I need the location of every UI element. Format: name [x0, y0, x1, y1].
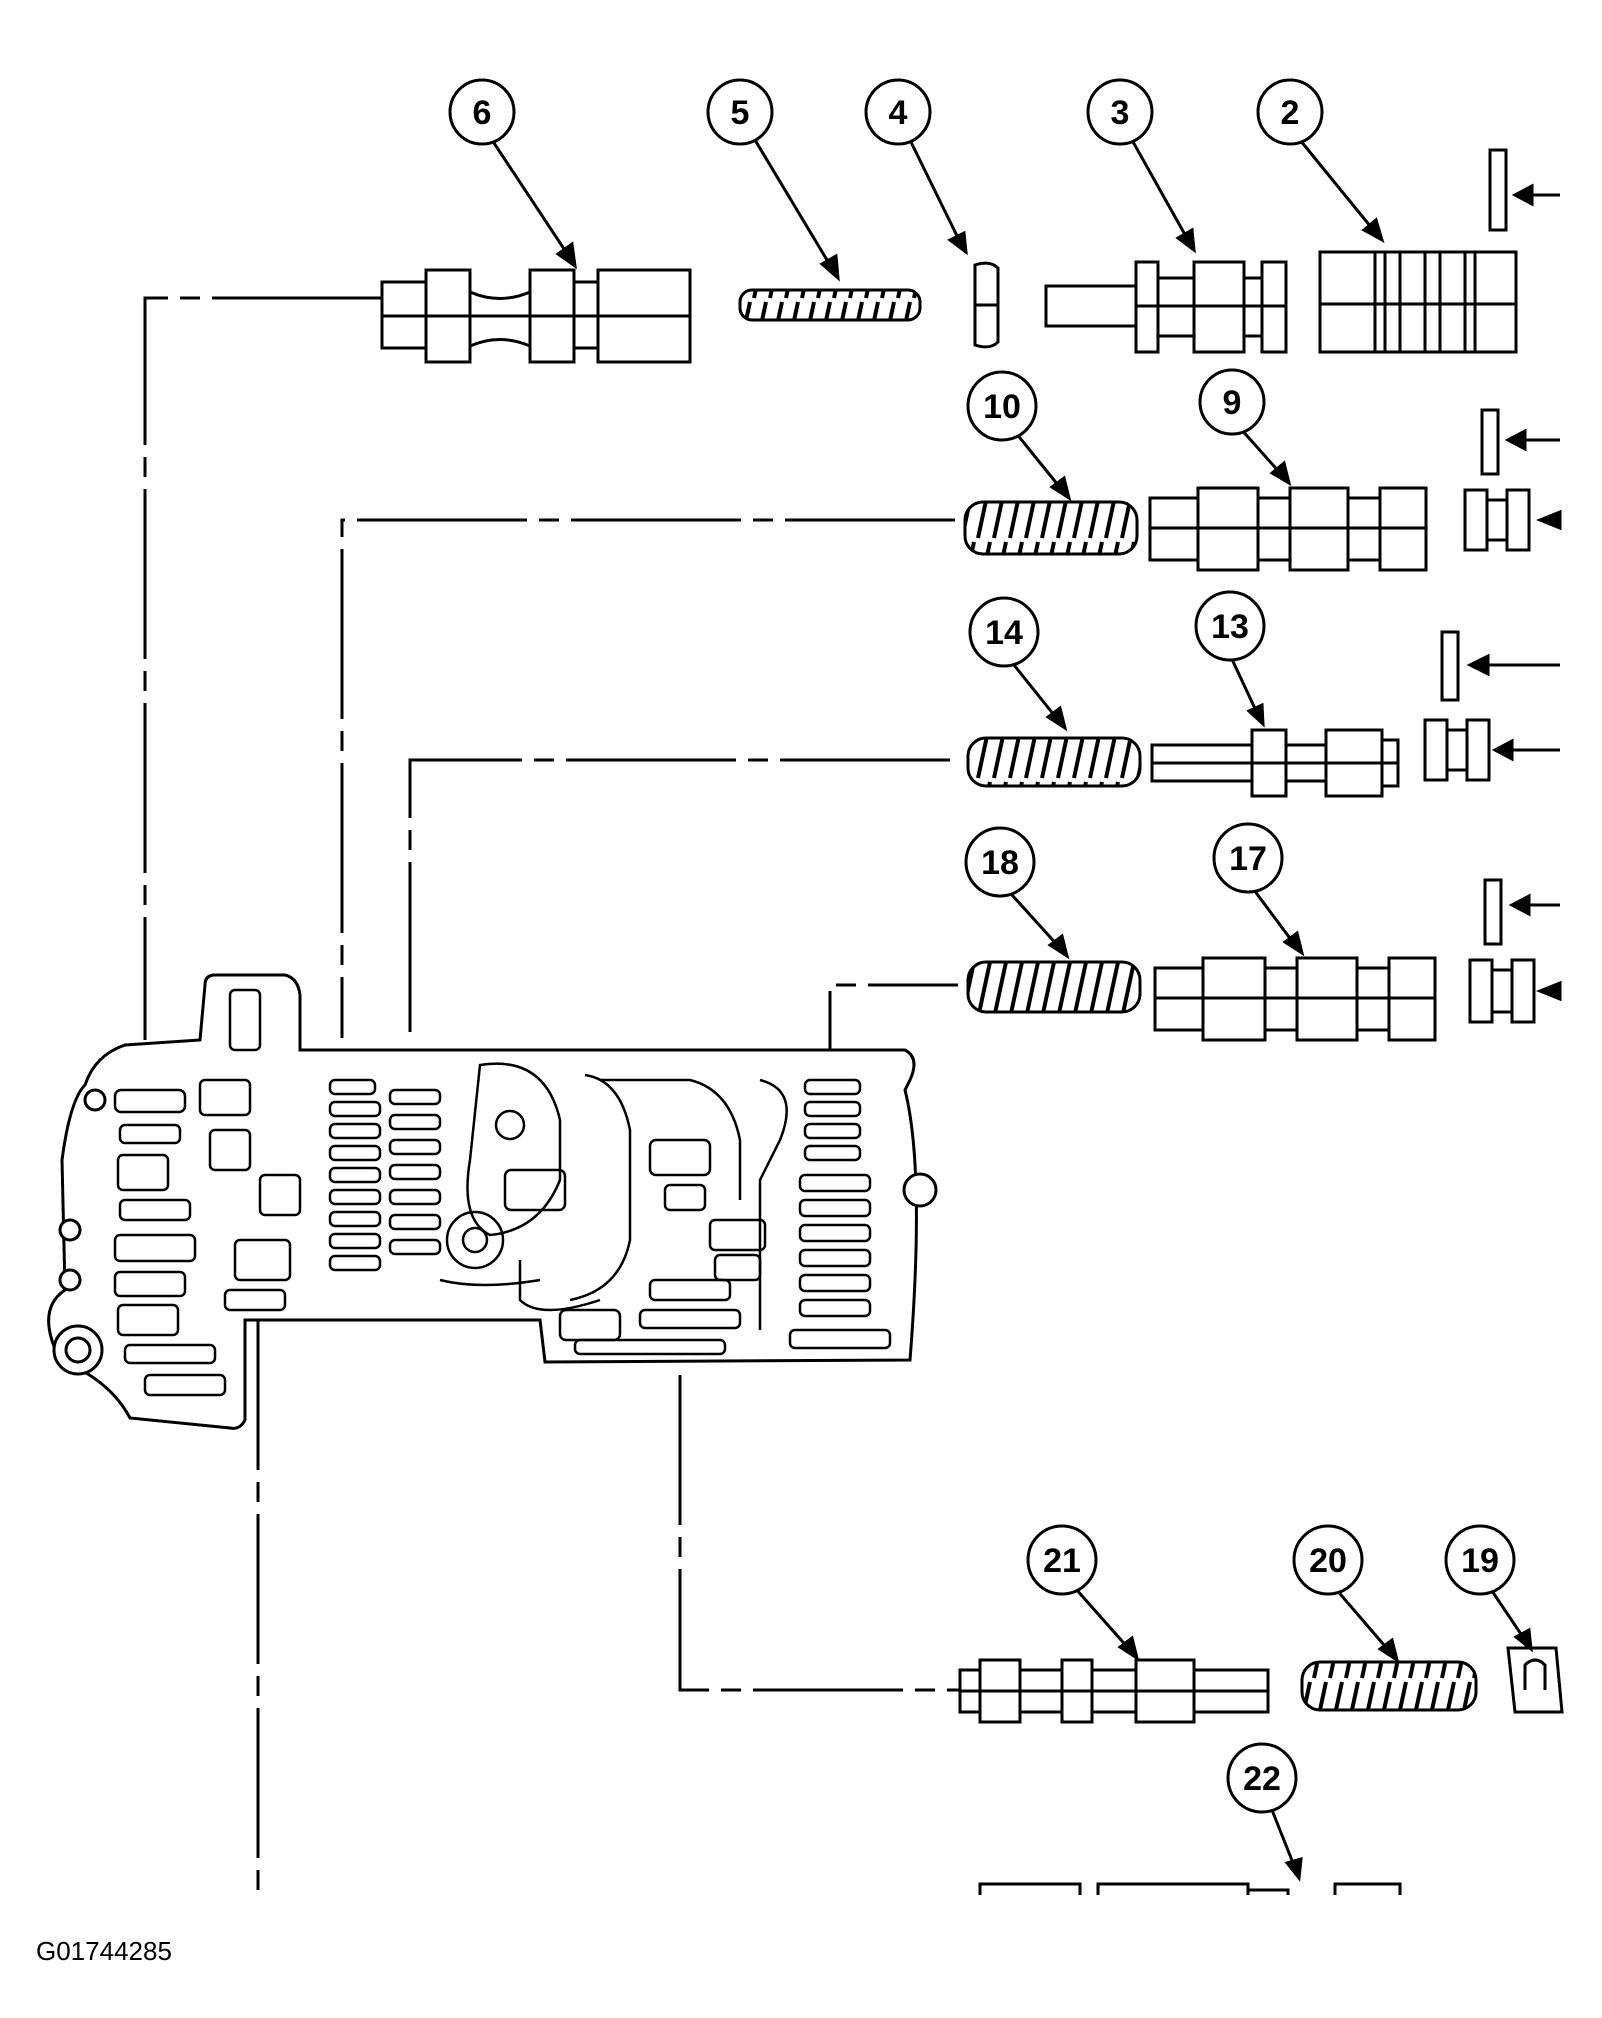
svg-text:14: 14	[985, 614, 1023, 652]
retainer-pin-4	[1468, 878, 1562, 1024]
svg-text:6: 6	[473, 94, 492, 132]
callout-3: 3	[1086, 78, 1154, 146]
part-6-valve	[380, 268, 692, 364]
part-5-spring	[738, 288, 922, 322]
callout-14: 14	[968, 596, 1040, 668]
part-19-retainer	[1506, 1646, 1564, 1714]
callout-5: 5	[706, 78, 774, 146]
svg-text:22: 22	[1243, 1760, 1281, 1798]
callout-17: 17	[1212, 822, 1284, 894]
svg-text:5: 5	[731, 94, 750, 132]
svg-text:13: 13	[1211, 608, 1249, 646]
part-2-sleeve	[1318, 250, 1518, 354]
part-22-valve	[978, 1882, 1402, 1895]
callout-18: 18	[964, 826, 1036, 898]
valve-body-passages	[113, 988, 892, 1397]
part-18-spring	[966, 960, 1142, 1014]
part-3-valve	[1044, 260, 1288, 354]
callout-6: 6	[448, 78, 516, 146]
callout-13: 13	[1194, 590, 1266, 662]
svg-text:10: 10	[983, 388, 1021, 426]
svg-text:4: 4	[889, 94, 908, 132]
retainer-pin-1	[1488, 148, 1560, 232]
callout-leaders	[490, 139, 1533, 1882]
svg-text:19: 19	[1461, 1542, 1499, 1580]
svg-text:18: 18	[981, 844, 1019, 882]
part-9-valve	[1148, 486, 1428, 572]
part-20-spring	[1300, 1660, 1478, 1712]
callout-20: 20	[1292, 1524, 1364, 1596]
part-21-valve	[958, 1658, 1270, 1724]
svg-text:3: 3	[1111, 94, 1130, 132]
retainer-pin-3	[1423, 630, 1560, 782]
retainer-pin-2	[1463, 408, 1562, 552]
callouts: 6 5 4 3 2 10 9 14	[448, 78, 1516, 1814]
svg-text:9: 9	[1223, 384, 1242, 422]
valve-body-plate	[47, 973, 938, 1430]
svg-text:2: 2	[1281, 94, 1300, 132]
callout-19: 19	[1444, 1524, 1516, 1596]
callout-2: 2	[1256, 78, 1324, 146]
callout-21: 21	[1026, 1524, 1098, 1596]
part-10-spring	[963, 500, 1139, 556]
svg-text:20: 20	[1309, 1542, 1347, 1580]
leader-lines	[143, 296, 960, 1900]
callout-9: 9	[1198, 368, 1266, 436]
part-13-valve	[1150, 728, 1400, 798]
svg-text:21: 21	[1043, 1542, 1081, 1580]
part-17-valve	[1153, 956, 1437, 1042]
callout-22: 22	[1226, 1742, 1298, 1814]
callout-4: 4	[864, 78, 932, 146]
callout-10: 10	[966, 370, 1038, 442]
part-14-spring	[966, 736, 1142, 788]
svg-text:17: 17	[1229, 840, 1267, 878]
figure-id: G01744285	[36, 1936, 172, 1966]
part-4-washer	[973, 261, 1000, 349]
